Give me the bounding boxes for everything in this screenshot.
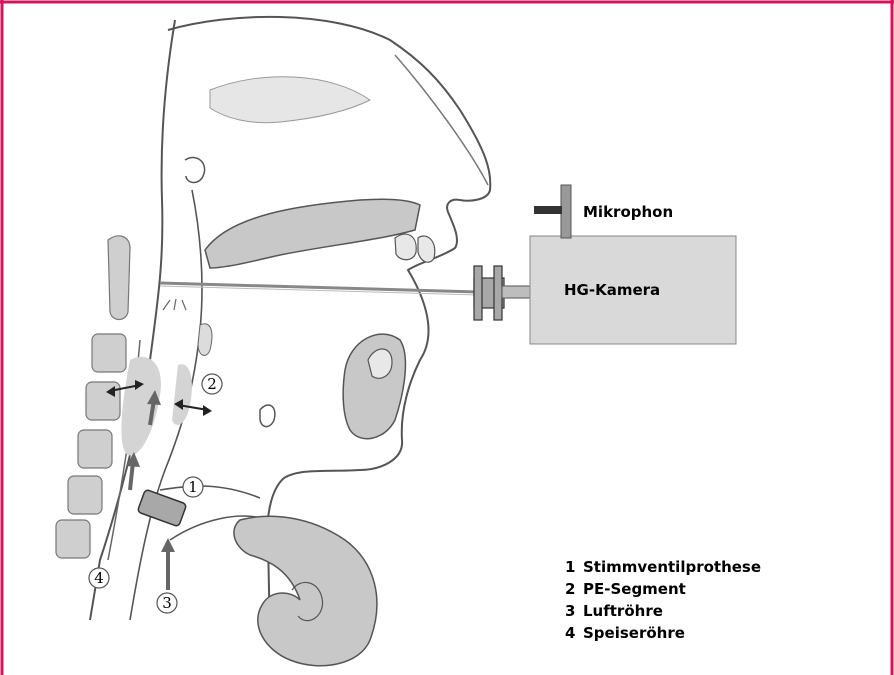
marker-text-3: 3: [162, 594, 172, 612]
neck-back-line: [90, 20, 175, 620]
legend-num: 1: [565, 556, 583, 578]
hyoid: [260, 405, 275, 427]
trachea: [160, 486, 260, 498]
vertebra-top: [108, 236, 130, 320]
light-fan: [163, 299, 186, 310]
marker-text-2: 2: [207, 375, 217, 393]
ear: [185, 158, 205, 183]
vertebra-1: [92, 334, 126, 372]
legend-num: 3: [565, 600, 583, 622]
coupler-flange-right: [494, 266, 502, 320]
legend-num: 2: [565, 578, 583, 600]
pe-segment: [121, 357, 161, 456]
upper-incisor: [418, 236, 435, 262]
flow-arrowhead-1: [161, 538, 175, 552]
microphone-arm: [534, 206, 562, 214]
pe-segment-front: [172, 364, 192, 425]
legend-text: Stimmventilprothese: [583, 558, 761, 576]
vertebra-5: [56, 520, 90, 558]
nasal-cavity: [210, 77, 370, 123]
hard-palate: [205, 199, 420, 268]
coupler-flange-left: [474, 266, 482, 320]
vertebra-4: [68, 476, 102, 514]
legend-text: Luftröhre: [583, 602, 663, 620]
coupler-neck: [502, 286, 530, 298]
microphone-stem: [561, 185, 571, 238]
tongue: [343, 334, 405, 439]
upper-teeth: [395, 234, 416, 260]
marker-text-1: 1: [188, 478, 198, 496]
label-mikrophon: Mikrophon: [583, 203, 673, 221]
vertebra-3: [78, 430, 112, 468]
legend-text: Speiseröhre: [583, 624, 685, 642]
nose-contour: [395, 55, 488, 185]
uvula: [198, 324, 212, 356]
legend-num: 4: [565, 622, 583, 644]
label-hg-kamera: HG-Kamera: [564, 281, 660, 299]
marker-text-4: 4: [94, 569, 104, 587]
vibration-arrowhead-front-r: [203, 405, 212, 416]
legend-text: PE-Segment: [583, 580, 686, 598]
voice-prosthesis: [137, 489, 187, 527]
hand: [234, 516, 377, 665]
